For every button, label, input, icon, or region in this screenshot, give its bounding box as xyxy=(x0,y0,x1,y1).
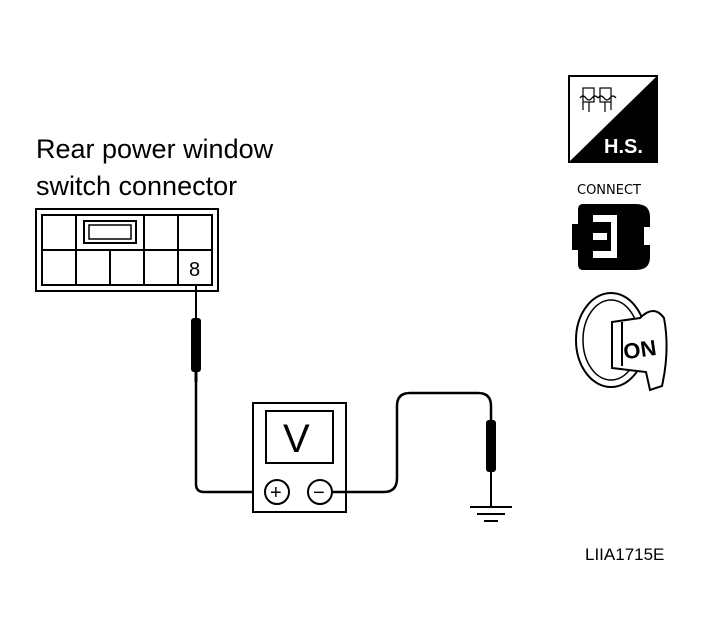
hs-icon xyxy=(568,75,658,163)
positive-probe xyxy=(191,286,201,382)
minus-symbol: − xyxy=(313,482,325,504)
voltmeter-display-label: V xyxy=(283,417,310,461)
figure-code: LIIA1715E xyxy=(585,545,664,564)
connect-label: CONNECT xyxy=(577,183,641,198)
plus-symbol: + xyxy=(270,482,282,504)
connector-connect-icon xyxy=(572,204,650,270)
connector-pin-label: 8 xyxy=(189,259,200,281)
positive-lead-wire xyxy=(194,382,264,494)
hs-label: H.S. xyxy=(604,136,643,158)
negative-probe xyxy=(486,420,496,506)
connector xyxy=(35,208,219,292)
ignition-on-icon xyxy=(575,292,668,392)
voltmeter-positive-terminal xyxy=(264,479,290,505)
ignition-on-label: ON xyxy=(622,335,658,364)
ground-symbol xyxy=(470,506,512,522)
connector-title-line1: Rear power window xyxy=(36,134,274,164)
negative-lead-wire xyxy=(332,391,493,494)
connector-title-line2: switch connector xyxy=(36,171,237,201)
voltmeter xyxy=(252,402,347,513)
